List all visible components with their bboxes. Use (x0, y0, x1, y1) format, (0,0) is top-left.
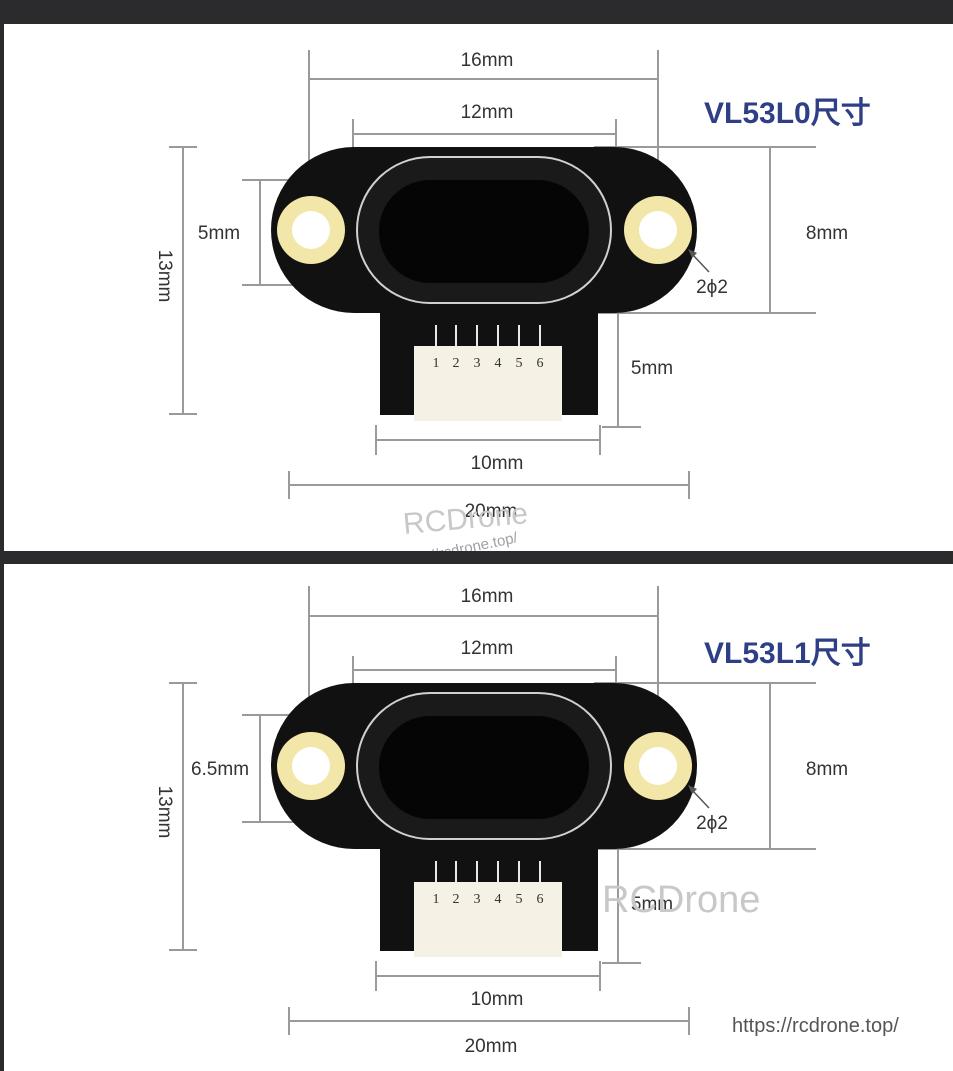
dim-total-height: 13mm (154, 786, 175, 839)
watermark-logo: RCDrone (602, 879, 760, 921)
vl53l1-dimension-drawing: 1 2 3 4 5 6 VL53L1尺寸 16mm 12mm 6.5mm 13m… (154, 586, 899, 1057)
pin-label: 6 (537, 356, 544, 371)
dim-sensor-width: 12mm (461, 102, 514, 123)
dim-total-width: 20mm (465, 1036, 518, 1057)
dim-connector-width: 10mm (471, 453, 524, 474)
pin-label: 4 (495, 892, 502, 907)
dim-top-width: 16mm (461, 50, 514, 71)
dim-total-height: 13mm (154, 250, 175, 303)
pin-label: 5 (516, 892, 523, 907)
pin-label: 2 (453, 356, 460, 371)
dim-right-height: 8mm (806, 223, 848, 244)
dim-tab-height: 5mm (631, 358, 673, 379)
dim-total-width: 20mm (465, 501, 518, 522)
pin-label: 1 (433, 892, 440, 907)
connector-header (414, 346, 562, 421)
pin-label: 1 (433, 356, 440, 371)
dim-hole: 2ϕ2 (696, 277, 728, 298)
watermark-url: https://rcdrone.top/ (732, 1015, 899, 1037)
dim-right-height: 8mm (806, 759, 848, 780)
pin-label: 6 (537, 892, 544, 907)
dim-top-width: 16mm (461, 586, 514, 607)
dim-hole: 2ϕ2 (696, 813, 728, 834)
dim-sensor-height: 6.5mm (191, 759, 249, 780)
dim-sensor-height: 5mm (198, 223, 240, 244)
diagram-panel-vl53l1: 1 2 3 4 5 6 VL53L1尺寸 16mm 12mm 6.5mm 13m… (4, 564, 953, 1071)
diagram-title: VL53L0尺寸 (704, 97, 871, 130)
dim-tab-height: 5mm (631, 894, 673, 915)
dim-connector-width: 10mm (471, 989, 524, 1010)
pin-label: 2 (453, 892, 460, 907)
pin-label: 5 (516, 356, 523, 371)
pin-label: 3 (474, 356, 481, 371)
connector-header (414, 882, 562, 957)
dim-sensor-width: 12mm (461, 638, 514, 659)
vl53l0-dimension-drawing: 1 2 3 4 5 6 VL53L0尺寸 16mm 12mm 5mm 13mm … (154, 50, 871, 551)
diagram-title: VL53L1尺寸 (704, 637, 871, 670)
pin-label: 3 (474, 892, 481, 907)
diagram-panel-vl53l0: 1 2 3 4 5 6 VL53L0尺寸 16mm 12mm 5mm 13mm … (4, 24, 953, 551)
pin-label: 4 (495, 356, 502, 371)
